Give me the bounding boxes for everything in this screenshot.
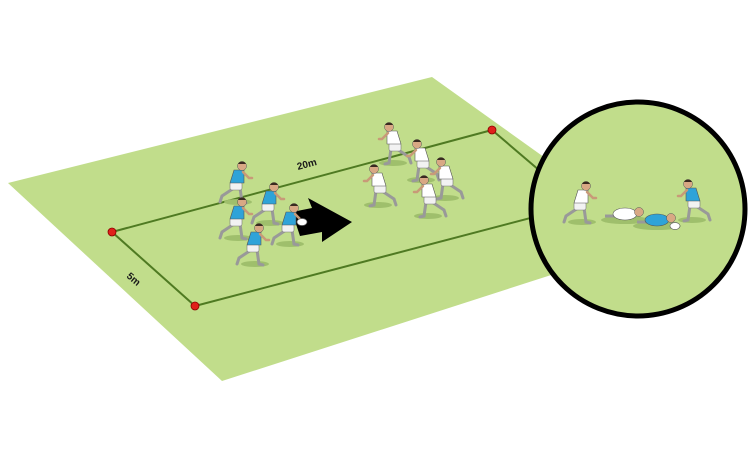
- defence-player: [362, 164, 398, 208]
- attack-player: [250, 182, 286, 226]
- cones: [107, 125, 497, 311]
- inset-tackler-player: [633, 213, 681, 230]
- defence-player: [429, 157, 465, 201]
- inset-support-player: [562, 181, 598, 225]
- attack-player: [235, 223, 271, 267]
- cone-icon: [190, 301, 200, 311]
- attack-player: [218, 197, 254, 241]
- defence-player: [405, 139, 441, 183]
- rugby-ball-icon: [669, 222, 681, 230]
- cone-icon: [107, 227, 117, 237]
- length-label: 20m: [296, 157, 318, 173]
- attack-player: [218, 161, 254, 205]
- cone-icon: [487, 125, 497, 135]
- inset-blue-support-player: [676, 179, 712, 223]
- direction-arrow-icon: [292, 198, 352, 242]
- rugby-ball-icon: [296, 218, 308, 226]
- defence-player: [412, 175, 448, 219]
- attack-player: [270, 203, 306, 247]
